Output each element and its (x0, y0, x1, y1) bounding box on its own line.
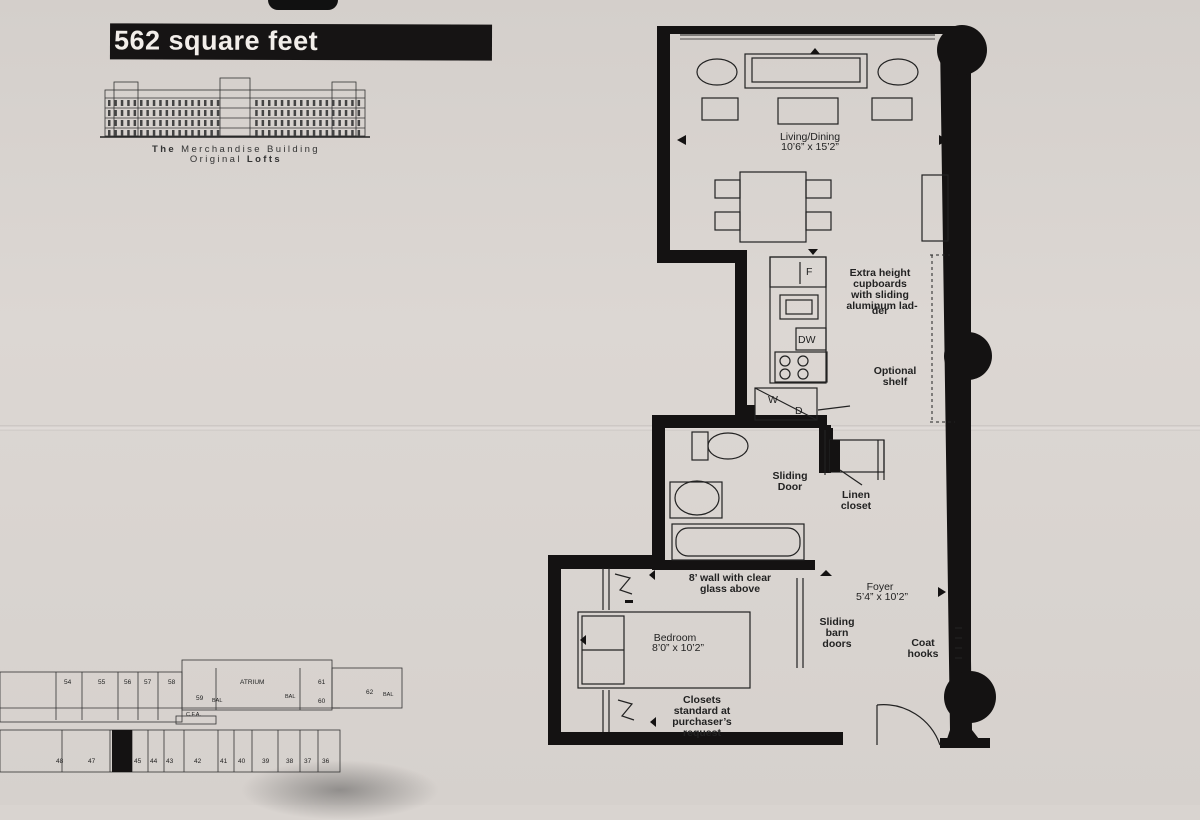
note-line: Sliding (820, 616, 855, 628)
note-sliding-door: Sliding Door (773, 470, 808, 493)
unit-number: 62 (366, 689, 374, 696)
note-closets: Closets standard at purchaser’s request (672, 694, 732, 739)
building-elevation-icon (100, 77, 370, 138)
unit-number: 59 (196, 695, 204, 702)
unit-highlight (112, 730, 132, 772)
living-name: Living/Dining (780, 131, 840, 143)
foyer-dims: 5’4” x 10’2” (856, 591, 908, 603)
note-line: purchaser’s (672, 716, 732, 728)
note-line: with sliding (850, 289, 909, 301)
note-line: Linen (842, 489, 870, 501)
unit-number: 61 (318, 679, 326, 686)
key-plan: 54 55 56 57 58 59 61 60 62 ATRIUM BAL BA… (0, 659, 403, 773)
note-optional-shelf: Optional shelf (874, 365, 917, 388)
note-cupboards: Extra height cupboards with sliding alum… (846, 267, 918, 317)
note-line: Coat (911, 637, 935, 649)
unit-number: 38 (286, 758, 294, 765)
note-line: Optional (874, 365, 917, 377)
note-line: cupboards (853, 278, 907, 290)
note-line: Door (778, 481, 803, 493)
unit-number: 39 (262, 758, 270, 765)
caption-lofts: Lofts (246, 154, 283, 165)
unit-number: 58 (168, 679, 176, 686)
shadow-smudge (240, 760, 440, 820)
bedroom-name: Bedroom (654, 632, 697, 644)
bal-label: BAL (383, 692, 393, 698)
note-line: der (872, 305, 888, 317)
note-line: request (683, 727, 721, 739)
washer-label: W (768, 394, 778, 406)
note-line: shelf (883, 376, 908, 388)
dryer-label: D (795, 405, 803, 417)
walls (548, 25, 996, 748)
kitchen (754, 256, 851, 421)
unit-number: 54 (64, 679, 72, 686)
atrium-label: ATRIUM (240, 679, 264, 686)
unit-number: 57 (144, 679, 152, 686)
bedroom-dims: 8’0” x 10’2” (652, 642, 704, 654)
note-line: hooks (908, 648, 939, 660)
unit-number: 42 (194, 758, 202, 765)
note-line: glass above (700, 583, 760, 595)
note-line: standard at (674, 705, 731, 717)
caption-building-name: Merchandise Building (181, 144, 320, 155)
note-line: closet (841, 500, 872, 512)
caption-the: The (152, 144, 177, 155)
building-caption: The Merchandise Building Original Lofts (96, 145, 376, 165)
bedroom (577, 568, 941, 746)
living-furniture (696, 53, 949, 243)
unit-number: 55 (98, 679, 106, 686)
unit-number: 47 (88, 758, 96, 765)
living-dims: 10’6” x 15’2” (781, 141, 839, 153)
fridge-label: F (806, 266, 812, 278)
bathroom (669, 430, 885, 561)
note-linen-closet: Linen closet (841, 489, 872, 512)
note-line: Sliding (773, 470, 808, 482)
paper-fold (0, 425, 1200, 431)
bal-label: BAL (212, 698, 222, 704)
unit-number: 41 (220, 758, 228, 765)
note-coat-hooks: Coat hooks (908, 637, 939, 660)
bal-label: BAL (285, 694, 295, 700)
note-line: doors (822, 638, 851, 650)
unit-number: 36 (322, 758, 330, 765)
note-line: barn (826, 627, 849, 639)
note-line: Closets (683, 694, 721, 706)
unit-number: 56 (124, 679, 132, 686)
cfa-label: C.F.A. (186, 712, 201, 718)
dishwasher-label: DW (798, 334, 816, 346)
unit-number: 48 (56, 758, 64, 765)
title-fragment (268, 0, 338, 10)
note-barn-doors: Sliding barn doors (820, 616, 855, 650)
caption-original: Original (189, 154, 242, 165)
note-line: aluminum lad- (846, 300, 918, 312)
foyer-name: Foyer (867, 581, 894, 593)
note-line: 8’ wall with clear (689, 572, 771, 584)
note-glass-wall: 8’ wall with clear glass above (689, 572, 771, 595)
note-line: Extra height (850, 267, 911, 279)
unit-number: 45 (134, 758, 142, 765)
unit-number: 37 (304, 758, 312, 765)
unit-number: 40 (238, 758, 246, 765)
unit-number: 60 (318, 698, 326, 705)
unit-number: 43 (166, 758, 174, 765)
unit-number: 44 (150, 758, 158, 765)
